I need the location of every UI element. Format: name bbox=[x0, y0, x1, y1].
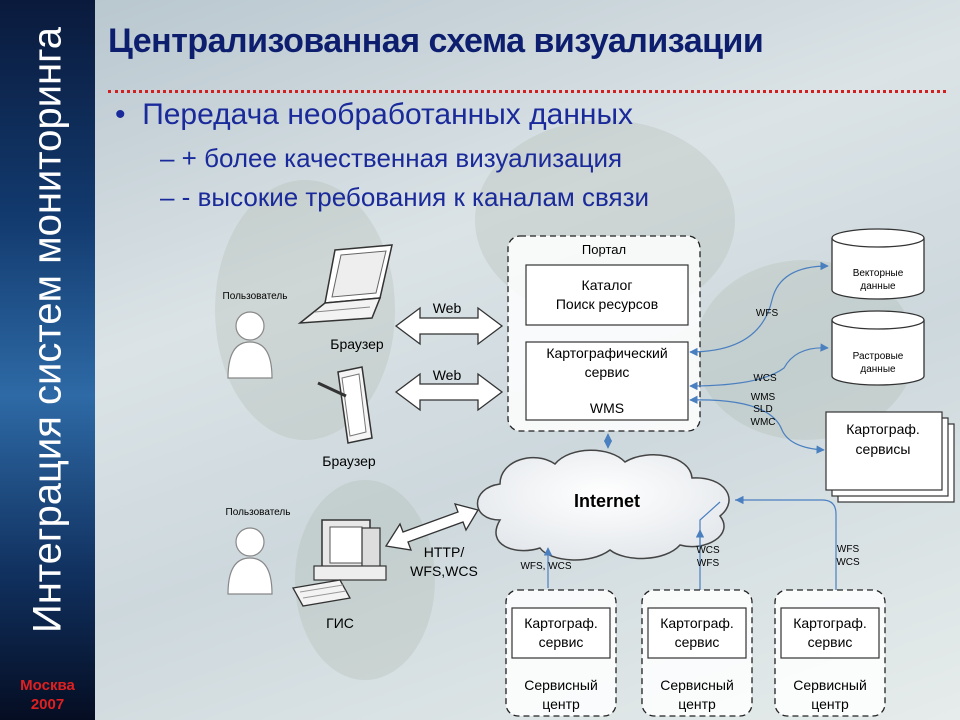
vector-data-line-1: Векторные bbox=[853, 268, 904, 279]
sidebar-city: Москва bbox=[20, 677, 75, 694]
slide-title: Централизованная схема визуализации bbox=[108, 22, 764, 60]
carto-services-line-2: сервисы bbox=[856, 441, 911, 457]
internet-label: Internet bbox=[574, 491, 640, 511]
gis-label: ГИС bbox=[326, 615, 354, 631]
wcs-mid-label: WCS bbox=[753, 373, 777, 384]
proto-mid-label-1: WCS bbox=[696, 545, 720, 556]
raster-data-db: Растровые данные bbox=[831, 310, 925, 386]
desktop-pc-icon bbox=[291, 519, 387, 607]
bullet-main: • Передача необработанных данных bbox=[115, 98, 633, 132]
wmc-label: WMC bbox=[751, 417, 776, 428]
proto-mid-label-2: WFS bbox=[697, 558, 720, 569]
catalog-line-1: Каталог bbox=[582, 277, 633, 293]
sc3-center-line-2: центр bbox=[811, 696, 849, 712]
bullet-main-text: Передача необработанных данных bbox=[142, 98, 634, 131]
sld-label: SLD bbox=[753, 404, 772, 415]
sc1-center-line-2: центр bbox=[542, 696, 580, 712]
sidebar: Интеграция систем мониторинга Москва 200… bbox=[0, 0, 95, 720]
map-service-box: Картографический сервис WMS bbox=[525, 341, 689, 421]
web-arrow-1 bbox=[394, 306, 504, 346]
service-center-1: Картограф. сервис Сервисный центр bbox=[505, 589, 617, 717]
map-service-line-2: сервис bbox=[585, 364, 630, 380]
sc1-service-line-1: Картограф. bbox=[524, 615, 598, 631]
browser-label-2: Браузер bbox=[322, 453, 376, 469]
sub-bullet-1: – + более качественная визуализация bbox=[160, 143, 623, 173]
right-connectors bbox=[543, 261, 837, 590]
user-label-1: Пользователь bbox=[223, 291, 288, 302]
http-label-2: WFS,WCS bbox=[410, 563, 478, 579]
laptop-icon bbox=[297, 244, 393, 324]
map-service-line-1: Картографический bbox=[546, 345, 667, 361]
user-icon-2 bbox=[227, 527, 273, 595]
catalog-box: Каталог Поиск ресурсов bbox=[525, 264, 689, 326]
wms-right-label: WMS bbox=[751, 392, 776, 403]
wfs-top-label: WFS bbox=[756, 308, 779, 319]
user-label-2: Пользователь bbox=[226, 507, 291, 518]
web-label-2: Web bbox=[433, 367, 462, 383]
sc2-service-line-2: сервис bbox=[675, 634, 720, 650]
bullet-marker: • bbox=[115, 98, 126, 131]
sc2-center-line-2: центр bbox=[678, 696, 716, 712]
portal-label: Портал bbox=[582, 242, 626, 257]
http-label-1: HTTP/ bbox=[424, 544, 465, 560]
browser-label-1: Браузер bbox=[330, 336, 384, 352]
title-divider bbox=[108, 90, 946, 93]
service-center-2: Картограф. сервис Сервисный центр bbox=[641, 589, 753, 717]
sc3-center-line-1: Сервисный bbox=[793, 677, 867, 693]
vector-data-line-2: данные bbox=[860, 281, 896, 292]
internet-cloud: Internet bbox=[476, 449, 730, 561]
sc1-service-line-2: сервис bbox=[539, 634, 584, 650]
sc2-center-line-1: Сервисный bbox=[660, 677, 734, 693]
sc1-center-line-1: Сервисный bbox=[524, 677, 598, 693]
web-label-1: Web bbox=[433, 300, 462, 316]
http-arrow bbox=[384, 503, 480, 551]
vector-data-db: Векторные данные bbox=[831, 228, 925, 300]
tablet-icon bbox=[317, 366, 373, 444]
raster-data-line-1: Растровые bbox=[853, 351, 904, 362]
carto-services-stack: Картограф. сервисы bbox=[825, 411, 955, 503]
sc3-service-line-2: сервис bbox=[808, 634, 853, 650]
proto-left-label: WFS, WCS bbox=[520, 561, 571, 572]
proto-right-label-1: WFS bbox=[837, 544, 860, 555]
proto-right-label-2: WCS bbox=[836, 557, 860, 568]
sidebar-year: 2007 bbox=[30, 696, 65, 713]
user-icon-1 bbox=[227, 311, 273, 379]
sidebar-city-year: Москва 2007 bbox=[0, 676, 95, 714]
sub-bullet-2: – - высокие требования к каналам связи bbox=[160, 182, 650, 212]
carto-services-line-1: Картограф. bbox=[846, 421, 920, 437]
wms-label: WMS bbox=[590, 400, 624, 416]
service-center-3: Картограф. сервис Сервисный центр bbox=[774, 589, 886, 717]
sc3-service-line-1: Картограф. bbox=[793, 615, 867, 631]
sc2-service-line-1: Картограф. bbox=[660, 615, 734, 631]
web-arrow-2 bbox=[394, 372, 504, 412]
catalog-line-2: Поиск ресурсов bbox=[556, 296, 658, 312]
raster-data-line-2: данные bbox=[860, 364, 896, 375]
